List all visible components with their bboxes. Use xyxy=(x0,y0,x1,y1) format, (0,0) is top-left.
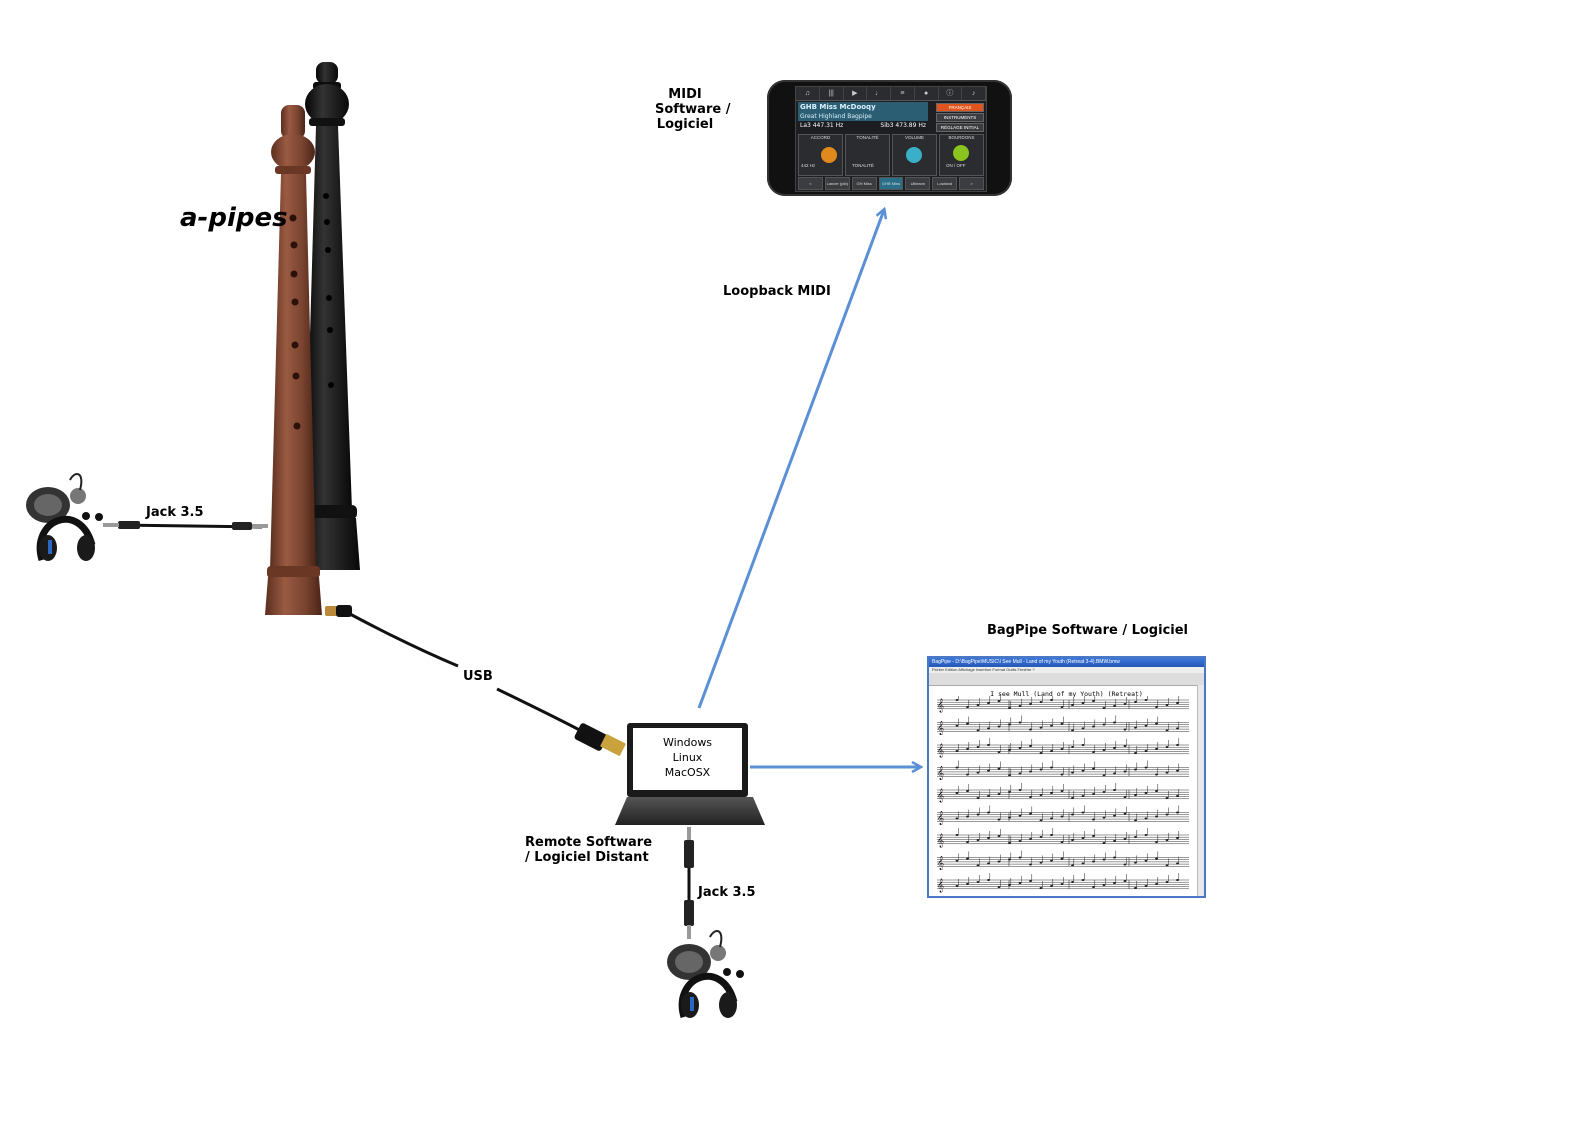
laptop: Windows Linux MacOSX xyxy=(627,723,748,797)
volume-title: VOLUME xyxy=(904,135,924,140)
staff: 𝄞 xyxy=(937,873,1189,892)
remote-software-line-2: / Logiciel Distant xyxy=(525,850,649,865)
score-titlebar: BagPipe - D:\BagPipe\MUSIC\I See Mull - … xyxy=(929,658,1204,667)
staff: 𝄞 xyxy=(937,783,1189,802)
instrument-name: GHB Miss McDooqy xyxy=(800,103,876,111)
drones-knob[interactable] xyxy=(953,145,969,161)
os-linux: Linux xyxy=(672,751,703,764)
headphones-left-icon xyxy=(26,473,103,562)
svg-text:𝄞: 𝄞 xyxy=(937,766,944,780)
usb-cable xyxy=(325,605,626,756)
loopback-midi-label: Loopback MIDI xyxy=(723,284,831,299)
tab-play[interactable]: ▶ xyxy=(844,87,868,100)
staff: 𝄞 xyxy=(937,738,1189,757)
remote-software-line-1: Remote Software xyxy=(525,835,653,850)
tab-info[interactable]: ⓘ xyxy=(939,87,963,100)
black-chanter-holes xyxy=(323,193,334,388)
instrument-panel: GHB Miss McDooqy Great Highland Bagpipe … xyxy=(798,102,928,130)
reset-button[interactable]: RÉGLAGE INITIAL xyxy=(936,123,984,132)
svg-text:𝄞: 𝄞 xyxy=(937,811,944,825)
laptop-keyboard xyxy=(615,797,765,825)
staff: 𝄞 xyxy=(937,696,1189,712)
volume-knob[interactable] xyxy=(906,147,922,163)
bagpipe-software-label: BagPipe Software / Logiciel xyxy=(987,623,1189,638)
product-title: a-pipes xyxy=(180,203,288,233)
tab-tune[interactable]: ♪ xyxy=(962,87,986,100)
preset-button-3[interactable]: GHB Miss McDooqy xyxy=(878,177,904,190)
tab-home[interactable]: ♫ xyxy=(796,87,820,100)
frequency-right: Sib3 473.89 Hz xyxy=(880,122,926,129)
preset-button-5[interactable]: Lowland Pipe 1 (UK note) xyxy=(932,177,958,190)
tuning-panel: ACCORD 442 Hz xyxy=(798,134,843,176)
score-toolbar[interactable] xyxy=(929,673,1204,686)
instrument-type: Great Highland Bagpipe xyxy=(800,113,872,120)
tab-metronome[interactable]: ♩ xyxy=(867,87,891,100)
midi-software-label: MIDI Software / Logiciel xyxy=(655,87,731,132)
tune-title: I see Mull (Land of my Youth) (Retreat) xyxy=(990,690,1143,698)
svg-text:𝄞: 𝄞 xyxy=(937,743,944,757)
svg-text:𝄞: 𝄞 xyxy=(937,721,944,735)
os-windows: Windows xyxy=(662,736,713,749)
bagpipe-software-window: BagPipe - D:\BagPipe\MUSIC\I See Mull - … xyxy=(927,656,1206,898)
loopback-arrow xyxy=(697,210,884,709)
headphones-bottom-icon xyxy=(667,930,744,1019)
staff: 𝄞 xyxy=(937,760,1189,780)
jack-cable-bottom xyxy=(684,827,694,939)
volume-panel: VOLUME xyxy=(892,134,937,176)
midi-software-line-1: MIDI xyxy=(668,87,702,102)
staff: 𝄞 xyxy=(937,850,1189,870)
preset-button-1[interactable]: Lancer (pkt) xyxy=(824,177,850,190)
key-panel: TONALITÉ TONALITÉ xyxy=(845,134,890,176)
music-staves: 𝄞 𝄞 𝄞 𝄞 𝄞 𝄞 𝄞 𝄞 𝄞 xyxy=(937,696,1189,892)
drones-panel: BOURDONS ON / OFF xyxy=(939,134,984,176)
preset-next-button[interactable]: > xyxy=(959,177,985,190)
svg-text:𝄞: 𝄞 xyxy=(937,833,944,847)
tuning-title: ACCORD xyxy=(810,135,831,140)
preset-button-2[interactable]: GH Miss (pkt) xyxy=(851,177,877,190)
drones-title: BOURDONS xyxy=(948,135,975,140)
frequency-left: La3 447.31 Hz xyxy=(800,122,844,129)
frequency-row: La3 447.31 Hz Sib3 473.89 Hz xyxy=(798,121,928,130)
wooden-chanter xyxy=(265,105,322,615)
remote-software-label: Remote Software / Logiciel Distant xyxy=(525,835,652,865)
laptop-screen: Windows Linux MacOSX xyxy=(633,728,742,790)
tab-mixer[interactable]: ≡ xyxy=(891,87,915,100)
preset-bar: < Lancer (pkt) GH Miss (pkt) GHB Miss Mc… xyxy=(796,177,986,190)
svg-text:𝄞: 𝄞 xyxy=(937,698,944,712)
tuning-knob[interactable] xyxy=(821,147,837,163)
usb-label: USB xyxy=(463,669,493,684)
svg-text:𝄞: 𝄞 xyxy=(937,878,944,892)
jack-bottom-label: Jack 3.5 xyxy=(698,885,756,900)
instruments-button[interactable]: INSTRUMENTS xyxy=(936,113,984,122)
score-menubar[interactable]: Fichier Edition Affichage Insertion Form… xyxy=(929,667,1204,673)
staff: 𝄞 xyxy=(937,828,1189,847)
staff: 𝄞 xyxy=(937,715,1189,735)
jack-cable-left xyxy=(103,521,268,530)
midi-software-line-3: Logiciel xyxy=(656,117,714,132)
language-button[interactable]: FRANÇAIS xyxy=(936,103,984,112)
preset-button-4[interactable]: Uilleann Pipe 2 xyxy=(905,177,931,190)
smartphone: ♫ ||| ▶ ♩ ≡ ● ⓘ ♪ GHB Miss McDooqy Great… xyxy=(767,80,1012,196)
midi-app-screen: ♫ ||| ▶ ♩ ≡ ● ⓘ ♪ GHB Miss McDooqy Great… xyxy=(795,86,987,192)
tab-record[interactable]: ● xyxy=(915,87,939,100)
os-list: Windows Linux MacOSX xyxy=(633,728,742,780)
staff: 𝄞 xyxy=(937,805,1189,825)
svg-text:𝄞: 𝄞 xyxy=(937,788,944,802)
key-value: TONALITÉ xyxy=(852,163,874,168)
score-scrollbar[interactable] xyxy=(1197,685,1204,896)
midi-app-tabs: ♫ ||| ▶ ♩ ≡ ● ⓘ ♪ xyxy=(796,87,986,101)
drones-value: ON / OFF xyxy=(946,163,966,168)
os-macosx: MacOSX xyxy=(664,766,711,779)
jack-left-label: Jack 3.5 xyxy=(146,505,204,520)
tab-piano[interactable]: ||| xyxy=(820,87,844,100)
svg-text:𝄞: 𝄞 xyxy=(937,856,944,870)
preset-prev-button[interactable]: < xyxy=(798,177,823,190)
key-title: TONALITÉ xyxy=(856,135,879,140)
midi-software-line-2: Software / xyxy=(655,102,731,117)
tuning-value: 442 Hz xyxy=(801,163,816,168)
